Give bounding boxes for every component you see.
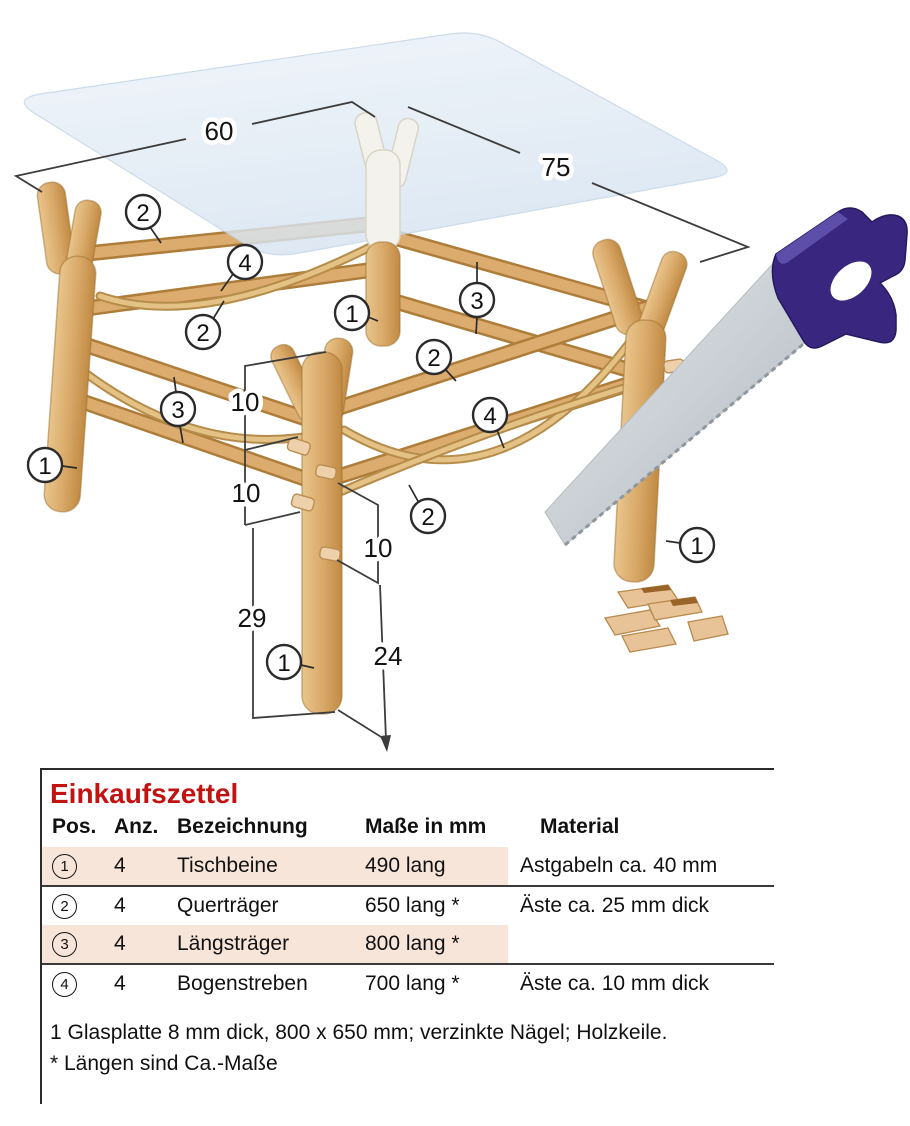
parts-list-notes: 1 Glasplatte 8 mm dick, 800 x 650 mm; ve…	[42, 1017, 774, 1079]
cell-anz: 4	[114, 854, 126, 877]
callout-2a: 2	[124, 193, 162, 244]
callout-label: 2	[427, 345, 440, 372]
table-row-quertraeger: 2 4 Querträger 650 lang * Äste ca. 25 mm…	[42, 887, 774, 925]
pos-badge: 2	[52, 894, 77, 919]
dim-top-depth-label: 75	[542, 152, 571, 182]
saw	[544, 207, 908, 547]
callout-2c: 2	[415, 338, 457, 382]
column-header-pos: Pos.	[52, 815, 97, 838]
callout-2d: 2	[408, 484, 447, 535]
dim-side-gap-label: 10	[364, 533, 393, 563]
cell-masse: 700 lang *	[365, 972, 460, 995]
cell-anz: 4	[114, 894, 126, 917]
south-leg	[270, 337, 354, 715]
parts-list-title: Einkaufszettel	[50, 778, 239, 809]
pos-badge: 3	[52, 932, 77, 957]
cell-masse: 650 lang *	[365, 894, 460, 917]
callout-label: 1	[690, 533, 703, 560]
cell-material: Äste ca. 10 mm dick	[520, 972, 710, 995]
callout-1c: 1	[265, 643, 315, 681]
cell-material: Äste ca. 25 mm dick	[520, 894, 710, 917]
note-lengths-approx: * Längen sind Ca.-Maße	[50, 1052, 278, 1075]
pos-badge: 4	[52, 972, 77, 997]
wood-wedges	[603, 584, 729, 653]
table-row-laengstraeger: 3 4 Längsträger 800 lang *	[42, 925, 774, 965]
callout-label: 4	[483, 403, 496, 430]
column-header-bezeichnung: Bezeichnung	[177, 815, 308, 838]
dimension-fork-gaps: 10 10	[226, 351, 327, 526]
dim-mid-gap-label: 10	[232, 478, 261, 508]
cell-masse: 800 lang *	[365, 932, 460, 955]
callout-3a: 3	[458, 262, 496, 335]
rails-southeast	[326, 299, 662, 497]
cell-bezeichnung: Tischbeine	[177, 854, 278, 877]
callout-1a: 1	[333, 294, 379, 332]
callout-3b: 3	[159, 376, 197, 444]
dimension-side-gap: 10	[336, 482, 397, 585]
cell-anz: 4	[114, 972, 126, 995]
assembly-diagram: 60 75 10 10 10 29	[13, 32, 908, 752]
callout-label: 1	[345, 301, 358, 328]
parts-list-header: Pos. Anz. Bezeichnung Maße in mm Materia…	[42, 812, 774, 847]
column-header-anz: Anz.	[114, 815, 159, 838]
table-row-tischbeine: 1 4 Tischbeine 490 lang Astgabeln ca. 40…	[42, 847, 774, 887]
callout-label: 2	[196, 320, 209, 347]
callout-4b: 4	[471, 396, 509, 449]
callout-label: 1	[277, 650, 290, 677]
cell-bezeichnung: Querträger	[177, 894, 279, 917]
dimension-top-depth: 75	[407, 106, 751, 263]
cell-anz: 4	[114, 932, 126, 955]
west-leg	[36, 181, 102, 513]
note-glass-plate: 1 Glasplatte 8 mm dick, 800 x 650 mm; ve…	[50, 1021, 668, 1044]
callout-label: 3	[470, 288, 483, 315]
cell-masse: 490 lang	[365, 854, 446, 877]
column-header-masse: Maße in mm	[365, 815, 487, 838]
cell-bezeichnung: Längsträger	[177, 932, 290, 955]
dim-fork-gap-label: 10	[231, 387, 260, 417]
dim-ground-offset-label: 24	[374, 641, 403, 671]
table-row-bogenstreben: 4 4 Bogenstreben 700 lang * Äste ca. 10 …	[42, 965, 774, 1003]
callout-label: 1	[38, 453, 51, 480]
callout-1d: 1	[665, 526, 716, 564]
callout-2b: 2	[184, 300, 225, 351]
callout-1b: 1	[26, 446, 78, 484]
parts-list: Einkaufszettel Pos. Anz. Bezeichnung Maß…	[40, 768, 774, 1104]
pos-badge: 1	[52, 854, 77, 879]
saw-handle	[771, 207, 908, 349]
cell-material: Astgabeln ca. 40 mm	[520, 854, 718, 877]
dimension-ground-offset: 24	[337, 584, 407, 752]
column-header-material: Material	[540, 815, 620, 838]
callout-4a: 4	[220, 243, 264, 292]
callout-label: 3	[171, 397, 184, 424]
rails-southwest	[70, 337, 342, 494]
dimension-leg-length: 29	[233, 528, 336, 719]
cell-bezeichnung: Bogenstreben	[177, 972, 308, 995]
callout-label: 2	[421, 504, 434, 531]
dim-top-width-label: 60	[205, 116, 234, 146]
dimension-top-width: 60	[13, 101, 376, 193]
callout-label: 4	[238, 250, 251, 277]
dim-leg-length-label: 29	[238, 603, 267, 633]
north-leg-ghost	[354, 111, 420, 347]
callout-label: 2	[136, 200, 149, 227]
